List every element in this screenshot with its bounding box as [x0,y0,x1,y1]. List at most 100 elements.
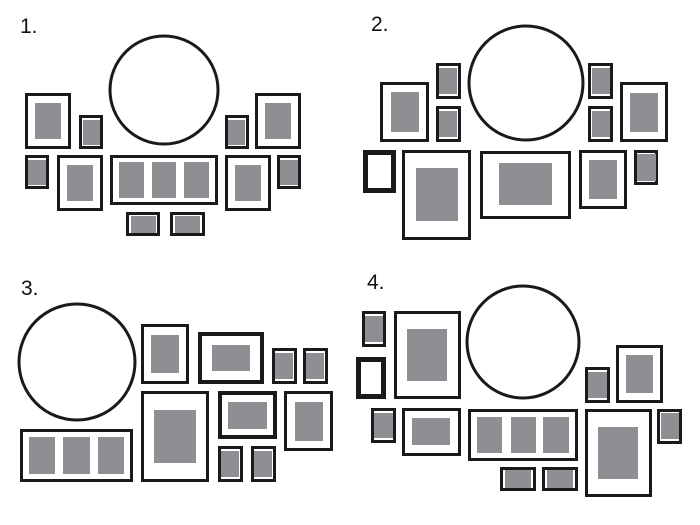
layout-label-4: 4. [367,271,385,294]
layout-label-2: 2. [371,13,389,36]
picture-frame [588,106,613,142]
picture-frame [579,150,627,209]
photo-placeholder [407,329,447,381]
photo-placeholder [29,437,55,474]
photo-placeholder [295,402,323,441]
picture-frame [588,63,613,99]
picture-frame [436,63,461,99]
photo-placeholder [511,417,536,453]
picture-frame [394,311,461,399]
picture-frame [277,155,301,189]
photo-placeholder [374,413,393,438]
picture-frame [255,93,301,149]
photo-placeholder [228,120,245,145]
picture-frame [141,391,209,482]
photo-placeholder [228,402,267,429]
picture-frame [402,150,471,240]
round-mirror [465,284,581,400]
layout-3 [17,302,333,482]
photo-placeholder [119,162,144,198]
picture-frame [363,150,396,193]
round-mirror [108,34,220,146]
photo-placeholder [154,410,196,463]
photo-placeholder [83,120,100,145]
picture-frame [198,332,264,384]
round-mirror [17,302,137,422]
photo-placeholder [280,160,298,185]
photo-placeholder [221,451,239,477]
photo-placeholder [35,103,61,139]
photo-placeholder [416,168,458,221]
picture-frame [170,212,205,236]
photo-placeholder [637,154,656,181]
photo-placeholder [67,165,93,201]
picture-frame [25,155,49,189]
picture-frame [371,408,396,443]
picture-frame [585,367,610,403]
photo-placeholder [499,163,552,205]
picture-frame [657,409,682,444]
photo-placeholder [543,417,569,453]
picture-frame [57,155,103,211]
picture-frame [436,106,461,142]
picture-frame [218,446,243,482]
picture-frame [616,345,663,403]
picture-frame [480,151,571,219]
frame-border [356,357,386,399]
photo-placeholder [365,316,383,342]
photo-placeholder [212,345,250,371]
picture-frame [303,348,328,384]
layout-2 [363,24,668,240]
photo-placeholder [184,162,209,198]
picture-frame [225,155,271,211]
photo-placeholder [275,353,293,379]
photo-placeholder [661,413,679,439]
picture-frame [585,409,652,497]
picture-frame [79,115,103,149]
picture-frame [402,408,461,456]
frame-border [363,150,396,193]
photo-placeholder [505,470,531,488]
photo-placeholder [235,165,261,201]
picture-frame [634,150,658,185]
photo-placeholder [589,160,617,199]
photo-placeholder [626,355,653,393]
picture-frame [500,467,536,491]
photo-placeholder [477,417,502,453]
picture-frame [380,82,429,142]
picture-frame [620,82,668,142]
photo-placeholder [439,68,457,94]
photo-placeholder [152,162,176,198]
photo-placeholder [598,427,638,479]
photo-placeholder [63,437,90,474]
photo-placeholder [151,335,179,373]
photo-placeholder [28,160,46,185]
photo-placeholder [391,92,419,132]
photo-placeholder [439,111,457,137]
picture-frame [20,429,133,482]
picture-frame [110,155,218,205]
layout-1 [25,34,301,236]
photo-placeholder [588,372,607,398]
picture-frame [542,467,578,491]
photo-placeholder [306,353,324,379]
photo-placeholder [175,216,200,233]
photo-placeholder [592,111,610,137]
picture-frame [218,391,277,439]
picture-frame [141,324,189,384]
picture-frame [272,348,297,384]
photo-placeholder [265,103,291,139]
photo-placeholder [131,216,156,233]
picture-frame [284,391,333,451]
picture-frame [25,93,71,149]
photo-placeholder [412,418,450,445]
photo-placeholder [98,437,124,474]
picture-frame [356,357,386,399]
photo-placeholder [547,470,573,488]
picture-frame [468,409,578,461]
picture-frame [225,115,249,149]
photo-placeholder [630,93,658,132]
picture-frame [362,311,386,347]
picture-frame [126,212,160,236]
layout-4 [356,284,682,497]
